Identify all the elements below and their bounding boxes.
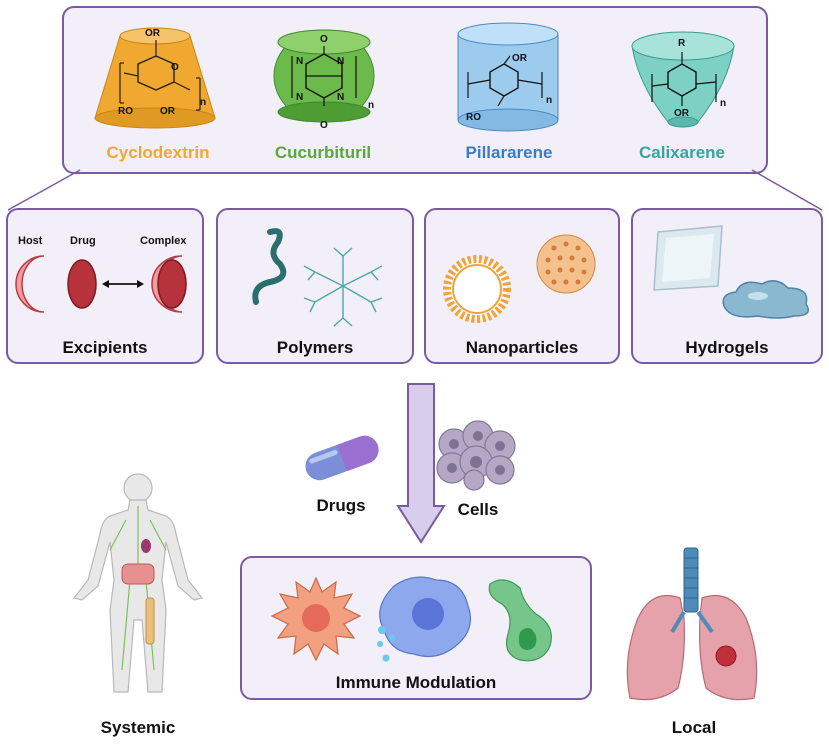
route-label-systemic: Systemic	[100, 718, 176, 737]
macrocycle-label-pillararene: Pillararene	[465, 143, 553, 162]
macrophage-icon	[377, 576, 471, 662]
immune-modulation-label: Immune Modulation	[335, 673, 497, 692]
dendritic-cell-icon	[270, 576, 362, 662]
route-label-local: Local	[671, 718, 717, 737]
complex-icon	[151, 255, 187, 313]
host-icon	[15, 255, 45, 313]
cyclodextrin-ro: RO	[118, 106, 133, 117]
cucurbituril-n-1: N	[296, 56, 304, 67]
capsule-icon	[305, 435, 379, 481]
platform-label-nanoparticles: Nanoparticles	[465, 338, 579, 357]
excipient-drug-label: Drug	[70, 235, 96, 247]
cucurbituril-n-4: N	[337, 92, 345, 103]
pillararene-ro: RO	[466, 112, 481, 123]
cucurbituril-o-bottom: O	[320, 120, 328, 131]
cargo-label-cells: Cells	[457, 500, 499, 519]
excipient-complex-label: Complex	[140, 235, 187, 247]
cyclodextrin-or-top: OR	[145, 28, 160, 39]
exchange-arrow-icon	[102, 280, 144, 288]
calixarene-r: R	[678, 38, 686, 49]
cyclodextrin-or-bottom: OR	[160, 106, 175, 117]
cyclodextrin-o: O	[171, 62, 179, 73]
hydrogel-blob-icon	[722, 280, 809, 319]
neutrophil-icon	[488, 579, 552, 662]
down-arrow-icon	[396, 383, 446, 544]
dendrimer-icon	[303, 247, 383, 327]
drug-icon	[67, 259, 97, 309]
pillararene-n: n	[546, 95, 553, 106]
cucurbituril-n-sub: n	[368, 100, 375, 111]
calixarene-icon	[631, 31, 735, 128]
cucurbituril-o-top: O	[320, 34, 328, 45]
cyclodextrin-icon	[94, 27, 216, 129]
macrocycle-label-cucurbituril: Cucurbituril	[274, 143, 372, 162]
lungs-icon	[626, 547, 758, 701]
solid-nanoparticle-icon	[536, 234, 596, 294]
pillararene-or: OR	[512, 53, 527, 64]
cucurbituril-n-3: N	[296, 92, 304, 103]
cyclodextrin-n: n	[200, 97, 207, 108]
cucurbituril-n-2: N	[337, 56, 345, 67]
macrocycle-label-cyclodextrin: Cyclodextrin	[106, 143, 210, 162]
hydrogel-sheet-icon	[653, 225, 723, 291]
pillararene-icon	[457, 22, 559, 132]
platform-label-hydrogels: Hydrogels	[685, 338, 769, 357]
platform-polymers	[216, 208, 414, 364]
cargo-label-drugs: Drugs	[316, 496, 366, 515]
calixarene-n: n	[720, 98, 727, 109]
human-body-icon	[72, 473, 204, 693]
platform-label-polymers: Polymers	[276, 338, 354, 357]
cucurbituril-icon	[273, 29, 375, 123]
calixarene-or: OR	[674, 108, 689, 119]
macrocycle-label-calixarene: Calixarene	[639, 143, 725, 162]
platform-label-excipients: Excipients	[62, 338, 148, 357]
liposome-icon	[443, 255, 511, 323]
cell-cluster-icon	[436, 420, 516, 491]
excipient-host-label: Host	[18, 235, 43, 247]
polymer-chain-icon	[252, 228, 287, 305]
